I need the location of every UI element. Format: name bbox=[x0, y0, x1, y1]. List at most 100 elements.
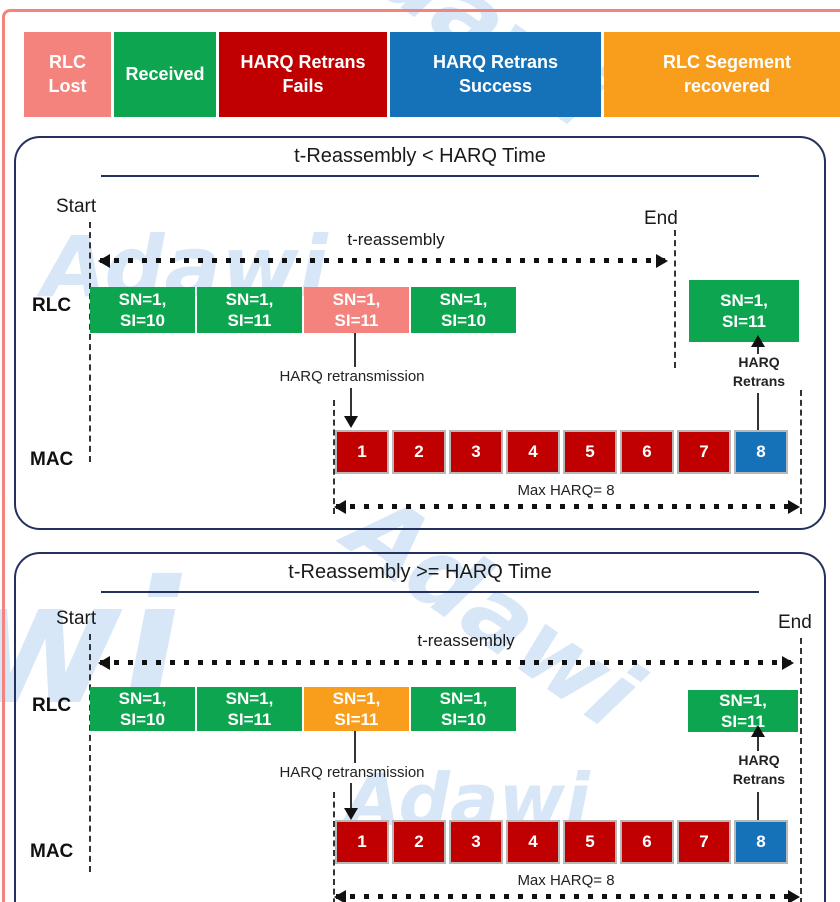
mac-harq-box-number: 8 bbox=[756, 442, 766, 461]
mac-row-label: MAC bbox=[30, 841, 74, 862]
t-reassembly-label: t-reassembly bbox=[347, 230, 445, 249]
mac-harq-box: 4 bbox=[506, 430, 560, 474]
rlc-segment-line1: SN=1, bbox=[439, 289, 488, 309]
harq-retransmission-label: HARQ retransmission bbox=[279, 764, 425, 781]
retrans-arrow-shaft bbox=[757, 737, 759, 751]
rlc-segment-line1: SN=1, bbox=[118, 289, 167, 309]
harq-retrans-label: HARQ Retrans bbox=[720, 751, 798, 789]
max-harq-arrow bbox=[334, 890, 800, 902]
start-dashed-line bbox=[89, 634, 91, 872]
harq-retrans-line2: Retrans bbox=[732, 770, 786, 787]
harq-retrans-line1: HARQ bbox=[738, 354, 780, 370]
mac-harq-box: 2 bbox=[392, 430, 446, 474]
harq-retrans-line1: HARQ bbox=[738, 752, 780, 768]
mac-harq-box-number: 5 bbox=[585, 442, 595, 461]
harq-retransmission-label: HARQ retransmission bbox=[279, 368, 425, 385]
mac-harq-box: 7 bbox=[677, 430, 731, 474]
rlc-row-label: RLC bbox=[32, 695, 72, 716]
legend-item: HARQ Retrans Fails bbox=[219, 32, 387, 117]
panel-t-reassembly-ge-harq: t-Reassembly >= HARQ Time Start End t-re… bbox=[14, 552, 826, 902]
mac-harq-box-number: 8 bbox=[756, 832, 766, 851]
rlc-segment-line2: SI=10 bbox=[120, 710, 165, 729]
mac-harq-box: 4 bbox=[506, 820, 560, 864]
end-label: End bbox=[778, 612, 812, 633]
mac-harq-box: 8 bbox=[734, 430, 788, 474]
outer-accent-border bbox=[2, 9, 840, 902]
legend-item-label: Received bbox=[125, 63, 205, 84]
mac-harq-box-number: 3 bbox=[471, 832, 481, 851]
rlc-segment-line1: SN=1, bbox=[439, 688, 488, 708]
connector-line bbox=[354, 333, 356, 367]
t-reassembly-label: t-reassembly bbox=[417, 631, 515, 650]
legend-item: HARQ Retrans Success bbox=[390, 32, 601, 117]
rlc-row-label: RLC bbox=[32, 295, 72, 316]
mac-harq-box-number: 7 bbox=[699, 832, 709, 851]
retrans-arrow-shaft bbox=[757, 347, 759, 354]
rlc-segment-row: SN=1, SI=10 SN=1, SI=11 SN=1, SI=11 SN=1… bbox=[90, 687, 516, 731]
connector-line bbox=[354, 731, 356, 763]
max-harq-label: Max HARQ= 8 bbox=[517, 482, 615, 499]
legend-item-label: RLC Segement recovered bbox=[662, 52, 792, 96]
recovered-box-line1: SN=1, bbox=[719, 690, 767, 710]
legend: RLC Lost Received HARQ Retrans Fails HAR… bbox=[24, 32, 840, 117]
mac-harq-box: 7 bbox=[677, 820, 731, 864]
rlc-segment-line1: SN=1, bbox=[332, 688, 381, 708]
legend-item: Received bbox=[114, 32, 216, 117]
mac-harq-box-number: 1 bbox=[357, 832, 367, 851]
rlc-segment-line2: SI=11 bbox=[334, 710, 379, 729]
mac-harq-box-number: 6 bbox=[642, 832, 652, 851]
rlc-segment-line2: SI=10 bbox=[120, 311, 165, 330]
up-arrowhead-icon bbox=[751, 725, 765, 737]
recovered-box-line1: SN=1, bbox=[720, 290, 768, 310]
mac-harq-box: 8 bbox=[734, 820, 788, 864]
end-dashed-line bbox=[674, 230, 676, 368]
mac-harq-box: 1 bbox=[335, 430, 389, 474]
legend-item-label: HARQ Retrans Success bbox=[432, 52, 559, 96]
panel-title: t-Reassembly >= HARQ Time bbox=[288, 561, 552, 583]
mac-row-label: MAC bbox=[30, 449, 74, 470]
rlc-segment-line2: SI=10 bbox=[441, 710, 486, 729]
harq-retrans-line2: Retrans bbox=[732, 372, 786, 389]
mac-harq-box-number: 2 bbox=[414, 832, 424, 851]
rlc-segment-line1: SN=1, bbox=[225, 289, 274, 309]
recovered-segment-box: SN=1, SI=11 bbox=[689, 280, 799, 342]
max-harq-arrow bbox=[334, 500, 800, 514]
mac-harq-box-number: 6 bbox=[642, 442, 652, 461]
rlc-segment-line2: SI=11 bbox=[334, 311, 379, 330]
rlc-segment-box: SN=1, SI=10 bbox=[90, 287, 195, 333]
rlc-segment-box: SN=1, SI=11 bbox=[304, 687, 409, 731]
mac-harq-box-number: 5 bbox=[585, 832, 595, 851]
title-underline bbox=[101, 175, 759, 177]
rlc-segment-line1: SN=1, bbox=[118, 688, 167, 708]
mac-harq-box-number: 3 bbox=[471, 442, 481, 461]
connector-line bbox=[350, 783, 352, 808]
mac-window-dashed-line-right bbox=[800, 390, 802, 514]
mac-harq-box: 5 bbox=[563, 820, 617, 864]
rlc-segment-box: SN=1, SI=10 bbox=[411, 687, 516, 731]
down-arrowhead-icon bbox=[344, 808, 358, 820]
start-label: Start bbox=[56, 196, 97, 217]
rlc-segment-row: SN=1, SI=10 SN=1, SI=11 SN=1, SI=11 SN=1… bbox=[90, 287, 516, 333]
mac-harq-box: 6 bbox=[620, 430, 674, 474]
start-dashed-line bbox=[89, 222, 91, 462]
up-arrowhead-icon bbox=[751, 335, 765, 347]
recovered-box-line2: SI=11 bbox=[722, 312, 766, 331]
mac-harq-box: 5 bbox=[563, 430, 617, 474]
mac-window-dashed-line-left bbox=[333, 400, 335, 514]
mac-harq-box: 1 bbox=[335, 820, 389, 864]
mac-window-dashed-line-left bbox=[333, 792, 335, 902]
connector-line bbox=[350, 388, 352, 416]
rlc-segment-line2: SI=11 bbox=[227, 311, 272, 330]
legend-item: RLC Segement recovered bbox=[604, 32, 840, 117]
end-label: End bbox=[644, 208, 678, 229]
mac-harq-box: 3 bbox=[449, 820, 503, 864]
mac-harq-box-number: 2 bbox=[414, 442, 424, 461]
t-reassembly-arrow bbox=[98, 254, 668, 268]
rlc-segment-box: SN=1, SI=11 bbox=[197, 287, 302, 333]
mac-harq-box: 6 bbox=[620, 820, 674, 864]
rlc-segment-line1: SN=1, bbox=[225, 688, 274, 708]
panel-t-reassembly-lt-harq: t-Reassembly < HARQ Time Start End t-rea… bbox=[14, 136, 826, 530]
mac-harq-box-number: 4 bbox=[528, 832, 538, 851]
legend-item-label: HARQ Retrans Fails bbox=[240, 52, 366, 96]
